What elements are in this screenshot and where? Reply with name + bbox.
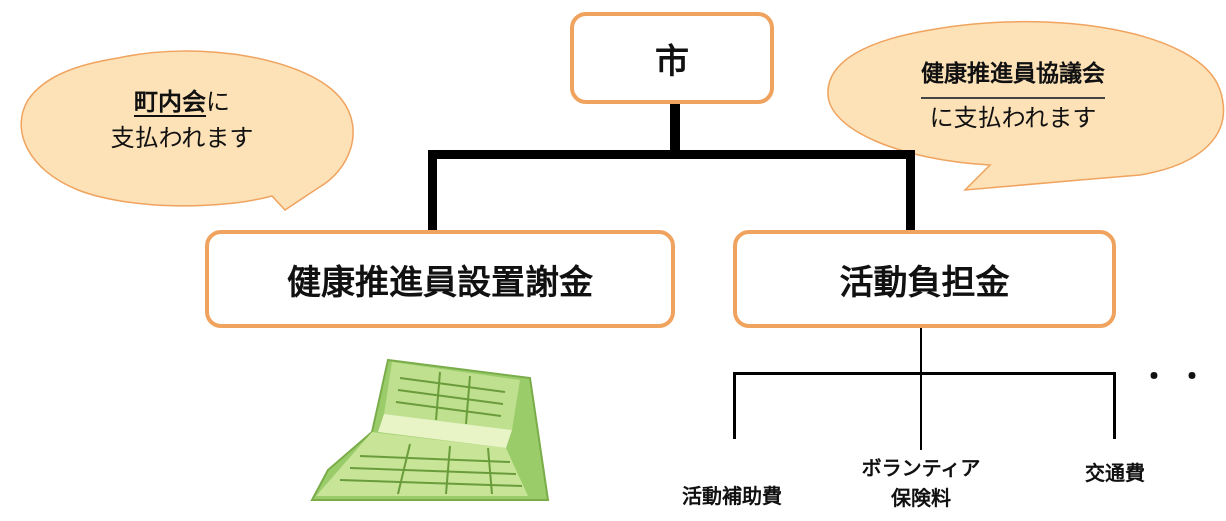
connector-left-drop <box>428 150 437 232</box>
bubble-right-text: 健康推進員協議会 に支払われます <box>868 54 1158 137</box>
sub-item-volunteer-line1: ボランティア <box>861 456 981 480</box>
sub-drop-kotsu <box>1113 372 1116 439</box>
ellipsis-more: ・・・ <box>1140 360 1226 393</box>
bankbook-icon <box>310 358 550 501</box>
speech-bubble-left <box>20 50 354 211</box>
setup-fee-box: 健康推進員設置謝金 <box>205 230 675 328</box>
connector-top-vertical <box>670 104 680 154</box>
bubble-left-suffix: に <box>206 88 230 116</box>
bubble-left-emphasis: 町内会 <box>134 88 206 116</box>
bubble-right-emphasis: 健康推進員協議会 <box>921 55 1105 99</box>
activity-fee-box: 活動負担金 <box>733 230 1116 328</box>
connector-right-drop <box>906 150 915 232</box>
sub-connector-vertical <box>920 328 922 374</box>
sub-drop-hojo <box>733 372 736 439</box>
speech-bubble-right <box>827 20 1225 191</box>
sub-item-volunteer-insurance: ボランティア 保険料 <box>826 453 1016 513</box>
bubble-left-line2: 支払われます <box>110 124 254 152</box>
sub-item-transport: 交通費 <box>1085 461 1145 485</box>
bubble-right-line2: に支払われます <box>929 104 1097 132</box>
connector-horizontal <box>428 150 915 159</box>
sub-item-volunteer-line2: 保険料 <box>891 486 951 510</box>
sub-drop-volunteer <box>920 372 922 450</box>
sub-item-activity-subsidy: 活動補助費 <box>682 484 782 508</box>
bubble-left-text: 町内会に 支払われます <box>62 84 302 156</box>
sub-connector-horizontal <box>733 372 1116 375</box>
city-box: 市 <box>570 12 774 104</box>
